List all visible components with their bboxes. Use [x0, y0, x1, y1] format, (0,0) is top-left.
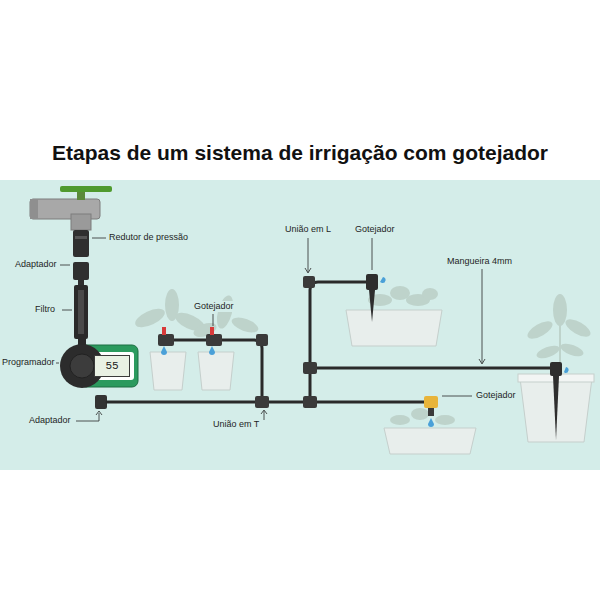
lcd-display: 55 — [94, 355, 130, 377]
part-label: Adaptador — [28, 415, 72, 426]
faucet — [30, 186, 112, 230]
part-label: União em T — [212, 419, 260, 430]
inline-parts — [73, 230, 89, 339]
part-label: Mangueira 4mm — [446, 256, 513, 267]
part-label: Gotejador — [475, 390, 517, 401]
part-label: União em L — [284, 224, 332, 235]
display-digits: 55 — [105, 360, 118, 372]
fittings — [255, 276, 317, 408]
part-label: Programador — [1, 357, 56, 368]
hoses — [107, 282, 550, 402]
adapter — [95, 395, 107, 409]
leader-lines — [55, 238, 485, 421]
valve-drippers — [158, 327, 222, 355]
programmer-timer — [60, 339, 138, 388]
part-label: Redutor de pressão — [108, 232, 189, 243]
part-label: Gotejador — [193, 301, 235, 312]
diagram-title: Etapas de um sistema de irrigação com go… — [0, 141, 600, 165]
background-band — [0, 180, 600, 470]
pots — [150, 310, 594, 454]
part-label: Gotejador — [354, 224, 396, 235]
stake-drippers — [366, 274, 569, 440]
part-label: Adaptador — [14, 259, 58, 270]
part-label: Filtro — [34, 304, 56, 315]
